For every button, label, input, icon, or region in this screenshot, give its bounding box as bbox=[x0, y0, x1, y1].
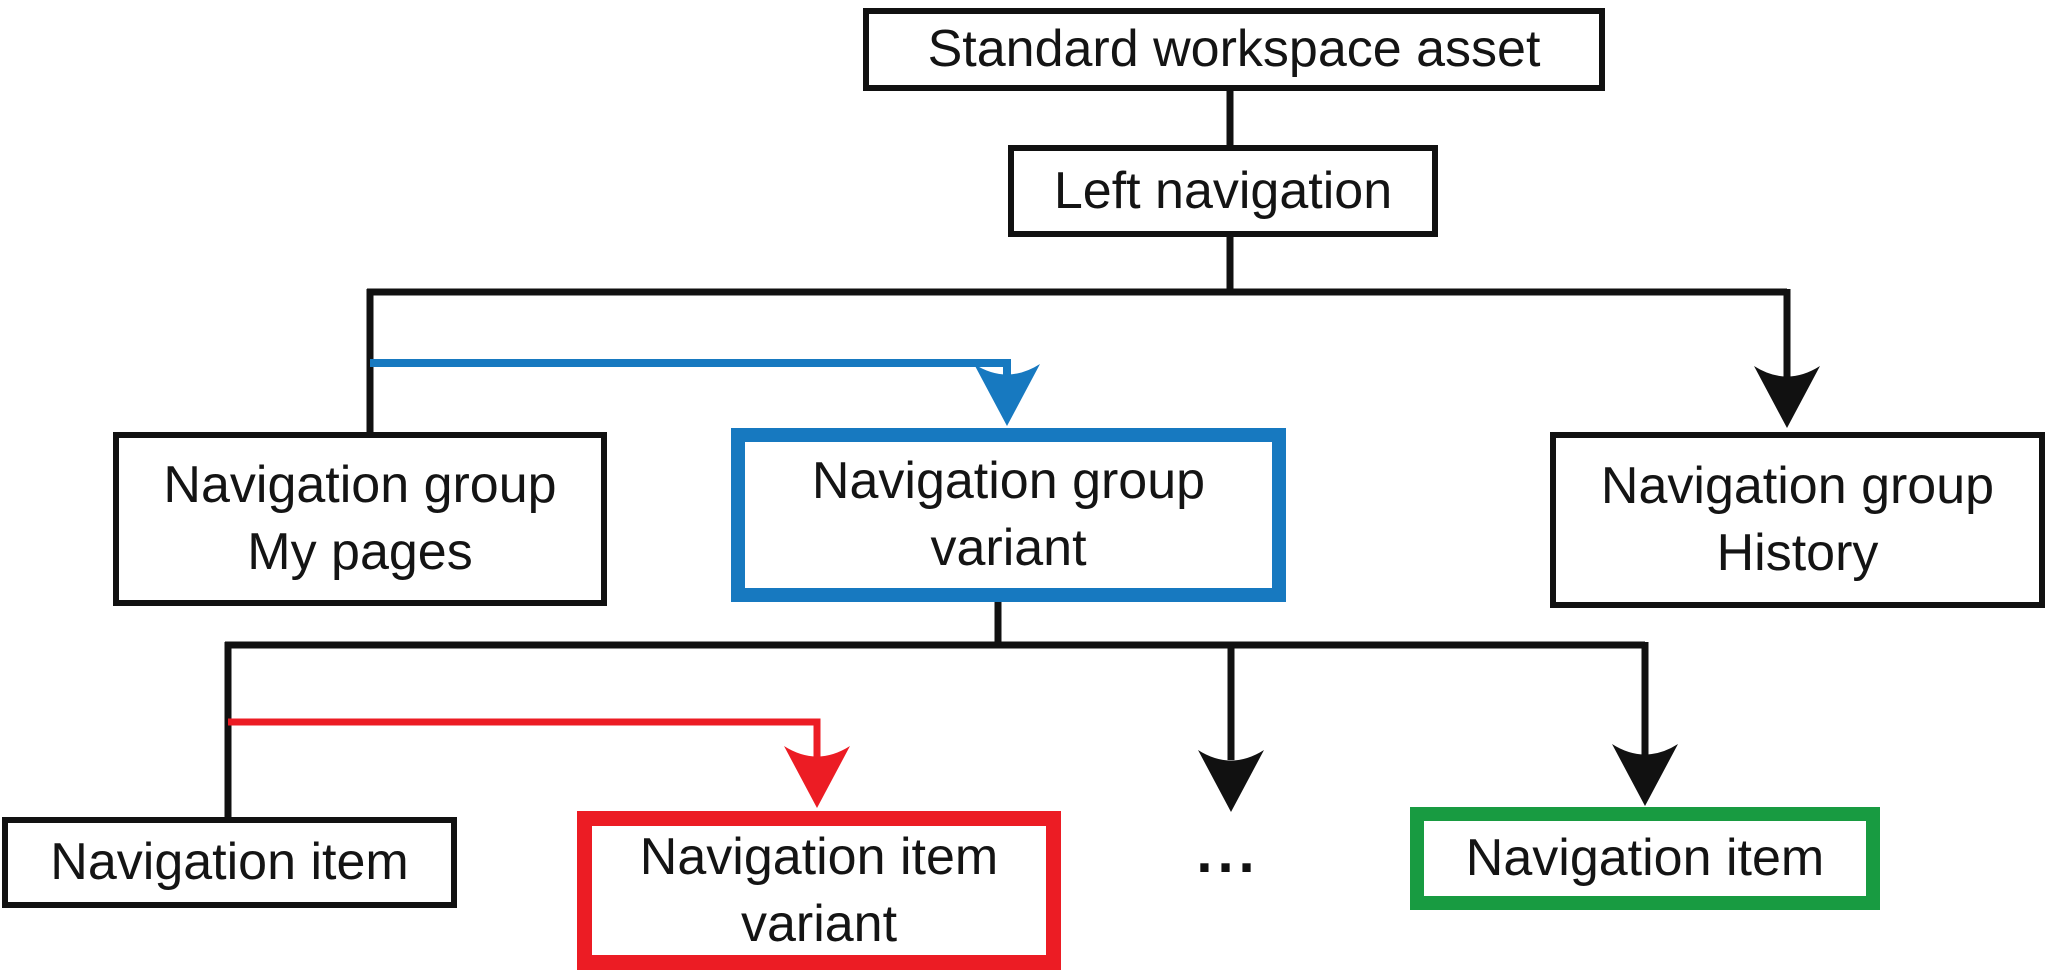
arrowhead-history bbox=[1754, 366, 1820, 428]
node-navigation-item-variant: Navigation item variant bbox=[577, 811, 1061, 970]
node-label: Navigation group My pages bbox=[163, 456, 557, 581]
arrowhead-item2 bbox=[1612, 744, 1678, 806]
node-left-navigation: Left navigation bbox=[1008, 145, 1438, 237]
edge-blue-to-variantgroup bbox=[370, 359, 1011, 388]
arrowhead-blue-variantgroup bbox=[974, 364, 1040, 426]
arrowhead-red-itemvariant bbox=[784, 746, 850, 808]
node-navigation-group-variant: Navigation group variant bbox=[731, 428, 1286, 602]
node-label: Navigation group History bbox=[1600, 457, 1995, 582]
arrowhead-ellipsis bbox=[1198, 750, 1264, 812]
node-label: Navigation item bbox=[1465, 829, 1825, 888]
node-navigation-item: Navigation item bbox=[2, 817, 457, 908]
node-navigation-group-my-pages: Navigation group My pages bbox=[113, 432, 607, 606]
node-navigation-item-highlighted: Navigation item bbox=[1410, 807, 1880, 910]
ellipsis-more-items: ... bbox=[1163, 805, 1293, 900]
edge-red-to-itemvariant bbox=[228, 718, 821, 758]
node-label: Standard workspace asset bbox=[927, 20, 1541, 79]
node-label: Navigation group variant bbox=[811, 452, 1206, 577]
node-label: Navigation item variant bbox=[639, 827, 999, 953]
node-standard-workspace-asset: Standard workspace asset bbox=[863, 8, 1605, 91]
node-label: Navigation item bbox=[50, 833, 409, 892]
ellipsis-label: ... bbox=[1196, 820, 1260, 885]
node-label: Left navigation bbox=[1053, 161, 1393, 220]
node-navigation-group-history: Navigation group History bbox=[1550, 432, 2045, 608]
